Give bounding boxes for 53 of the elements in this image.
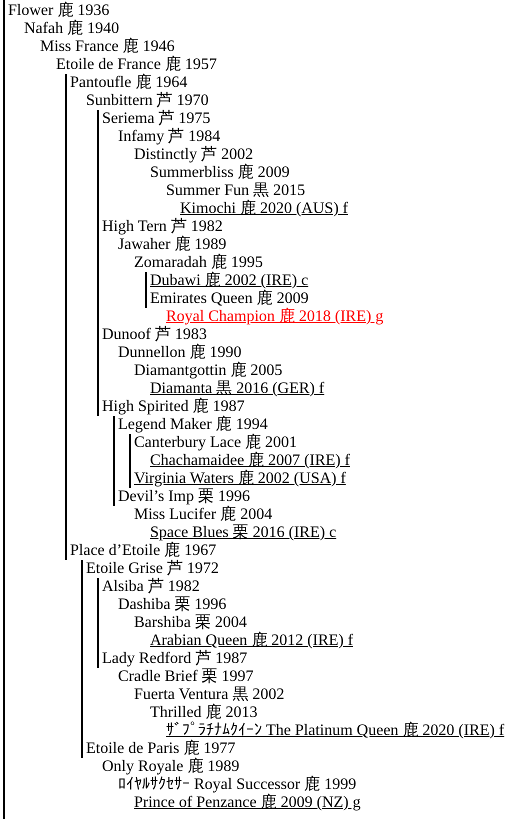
pedigree-entry: Summerbliss 鹿 2009 [145, 164, 290, 182]
pedigree-entry: Miss Lucifer 鹿 2004 [129, 506, 272, 524]
pedigree-entry: Zomaradah 鹿 1995 [129, 254, 263, 272]
pedigree-entry: Distinctly 芦 2002 [129, 146, 254, 164]
pedigree-entry: Prince of Penzance 鹿 2009 (NZ) g [129, 794, 361, 812]
pedigree-entry: Etoile de France 鹿 1957 [51, 56, 217, 74]
pedigree-entry: Jawaher 鹿 1989 [113, 236, 226, 254]
pedigree-entry: Royal Champion 鹿 2018 (IRE) g [161, 308, 384, 326]
pedigree-entry: Summer Fun 黒 2015 [161, 182, 306, 200]
pedigree-entry: Dunoof 芦 1983 [97, 326, 207, 344]
connector-line [145, 272, 147, 308]
pedigree-entry: Barshiba 栗 2004 [129, 614, 247, 632]
connector-line [65, 74, 67, 560]
pedigree-entry: High Spirited 鹿 1987 [97, 398, 245, 416]
pedigree-entry: Cradle Brief 栗 1997 [113, 668, 254, 686]
connector-line [113, 416, 115, 506]
connector-line [3, 2, 5, 819]
pedigree-entry: Chachamaidee 鹿 2007 (IRE) f [145, 452, 350, 470]
pedigree-entry: Sunbittern 芦 1970 [81, 92, 209, 110]
pedigree-entry: Nafah 鹿 1940 [19, 20, 120, 38]
connector-line [129, 434, 131, 488]
pedigree-entry: Devil’s Imp 栗 1996 [113, 488, 250, 506]
pedigree-entry: Lady Redford 芦 1987 [97, 650, 248, 668]
pedigree-entry: Only Royale 鹿 1989 [97, 758, 240, 776]
pedigree-entry: Etoile Grise 芦 1972 [81, 560, 219, 578]
connector-line [97, 578, 99, 668]
pedigree-entry: ﾛｲﾔﾙｻｸｾｻｰ Royal Successor 鹿 1999 [113, 776, 356, 794]
pedigree-entry: High Tern 芦 1982 [97, 218, 223, 236]
pedigree-entry: ｻﾞﾌﾟﾗﾁﾅﾑｸｲｰﾝ The Platinum Queen 鹿 2020 (IRE) f [161, 722, 504, 740]
pedigree-entry: Thrilled 鹿 2013 [145, 704, 258, 722]
pedigree-entry: Arabian Queen 鹿 2012 (IRE) f [145, 632, 354, 650]
pedigree-entry: Canterbury Lace 鹿 2001 [129, 434, 298, 452]
connector-line [97, 326, 99, 416]
pedigree-entry: Etoile de Paris 鹿 1977 [81, 740, 236, 758]
pedigree-entry: Pantoufle 鹿 1964 [65, 74, 188, 92]
pedigree-entry: Dunnellon 鹿 1990 [113, 344, 242, 362]
pedigree-entry: Fuerta Ventura 黒 2002 [129, 686, 284, 704]
pedigree-entry: Infamy 芦 1984 [113, 128, 220, 146]
pedigree-entry: Space Blues 栗 2016 (IRE) c [145, 524, 336, 542]
pedigree-entry: Kimochi 鹿 2020 (AUS) f [175, 200, 348, 218]
pedigree-entry: Place d’Etoile 鹿 1967 [65, 542, 216, 560]
pedigree-entry: Diamanta 黒 2016 (GER) f [145, 380, 324, 398]
pedigree-entry: Flower 鹿 1936 [3, 2, 110, 20]
pedigree-entry: Dubawi 鹿 2002 (IRE) c [145, 272, 308, 290]
pedigree-entry: Dashiba 栗 1996 [113, 596, 226, 614]
pedigree-entry: Legend Maker 鹿 1994 [113, 416, 268, 434]
pedigree-entry: Alsiba 芦 1982 [97, 578, 200, 596]
pedigree-entry: Seriema 芦 1975 [97, 110, 210, 128]
pedigree-entry: Diamantgottin 鹿 2005 [129, 362, 282, 380]
connector-line [81, 560, 83, 758]
pedigree-entry: Virginia Waters 鹿 2002 (USA) f [129, 470, 346, 488]
pedigree-entry: Miss France 鹿 1946 [35, 38, 175, 56]
pedigree-entry: Emirates Queen 鹿 2009 [145, 290, 309, 308]
